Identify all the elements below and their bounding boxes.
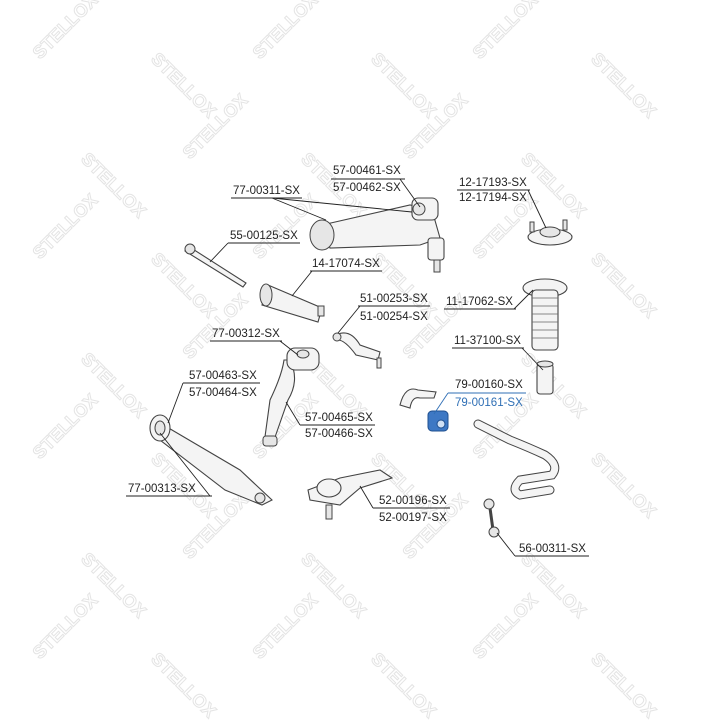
ball-joint	[307, 469, 394, 520]
leader-line	[337, 305, 361, 334]
svg-text:STELLOX: STELLOX	[29, 390, 102, 463]
svg-text:STELLOX: STELLOX	[587, 649, 660, 720]
leader-line	[167, 382, 184, 424]
svg-text:STELLOX: STELLOX	[587, 449, 660, 522]
steering-rack-boot	[259, 283, 325, 323]
part-number-label: 57-00462-SX	[333, 182, 401, 194]
part-number-label: 51-00254-SX	[360, 311, 428, 323]
watermark: STELLOX STELLOX STELLOX STELLOX STELLOX STELL…	[28, 0, 660, 720]
part-number-label[interactable]: 79-00161-SX	[455, 397, 523, 409]
svg-text:STELLOX: STELLOX	[367, 649, 440, 720]
part-number-label: 77-00312-SX	[212, 328, 280, 340]
svg-text:STELLOX: STELLOX	[147, 649, 220, 720]
svg-text:STELLOX: STELLOX	[147, 49, 220, 122]
part-number-label: 79-00160-SX	[455, 379, 523, 391]
strut-mount	[527, 219, 573, 246]
svg-text:STELLOX: STELLOX	[249, 190, 322, 263]
leader-line	[285, 401, 301, 426]
shock-absorber-boot	[522, 278, 568, 351]
leader-line	[271, 197, 413, 213]
leader-line	[159, 432, 211, 497]
part-number-label: 52-00197-SX	[379, 512, 447, 524]
svg-text:STELLOX: STELLOX	[469, 0, 542, 63]
stabilizer-bar	[473, 419, 560, 500]
upper-control-arm	[309, 197, 445, 273]
lower-control-arm	[149, 414, 273, 506]
svg-text:STELLOX: STELLOX	[367, 49, 440, 122]
leader-line	[513, 289, 534, 310]
svg-text:STELLOX: STELLOX	[469, 590, 542, 663]
part-number-label: 57-00463-SX	[189, 370, 257, 382]
leader-line	[359, 485, 374, 509]
svg-text:STELLOX: STELLOX	[587, 49, 660, 122]
svg-text:STELLOX: STELLOX	[367, 449, 440, 522]
leader-line	[496, 532, 516, 557]
part-labels: 57-00461-SX 57-00462-SX 77-00311-SX 12-1719…	[126, 165, 589, 557]
leader-line	[521, 347, 544, 371]
leader-line	[271, 197, 327, 221]
leader-line	[291, 270, 313, 297]
stabilizer-bushing-highlighted	[427, 410, 449, 432]
part-number-label: 77-00311-SX	[233, 185, 300, 197]
part-number-label: 57-00461-SX	[333, 165, 401, 177]
arm-77-00312	[262, 347, 320, 447]
svg-text:STELLOX: STELLOX	[29, 190, 102, 263]
leader-line	[399, 178, 421, 208]
stabilizer-link	[483, 498, 500, 538]
part-number-label: 55-00125-SX	[230, 230, 298, 242]
svg-text:STELLOX: STELLOX	[587, 249, 660, 322]
part-number-label: 52-00196-SX	[379, 495, 447, 507]
part-number-label: 57-00466-SX	[305, 428, 373, 440]
stabilizer-bracket	[399, 388, 437, 409]
leader-line	[279, 340, 299, 356]
leader-line	[527, 189, 547, 229]
svg-text:STELLOX: STELLOX	[29, 0, 102, 63]
leader-line	[209, 242, 229, 263]
part-number-label: 77-00313-SX	[128, 483, 196, 495]
part-number-label: 56-00311-SX	[519, 543, 586, 555]
part-number-label: 11-37100-SX	[454, 335, 521, 347]
svg-text:STELLOX: STELLOX	[249, 590, 322, 663]
part-number-label: 12-17194-SX	[459, 192, 527, 204]
bump-stop	[536, 360, 554, 395]
part-number-label: 14-17074-SX	[312, 258, 380, 270]
tie-rod-end	[332, 332, 382, 369]
part-number-label: 51-00253-SX	[360, 293, 428, 305]
part-number-label: 57-00465-SX	[305, 412, 373, 424]
part-number-label: 12-17193-SX	[459, 177, 527, 189]
inner-tie-rod	[184, 243, 247, 288]
part-number-label: 11-17062-SX	[446, 296, 513, 308]
leader-line	[433, 392, 449, 415]
svg-text:STELLOX: STELLOX	[29, 590, 102, 663]
part-number-label: 57-00464-SX	[189, 387, 257, 399]
svg-text:STELLOX: STELLOX	[249, 0, 322, 63]
